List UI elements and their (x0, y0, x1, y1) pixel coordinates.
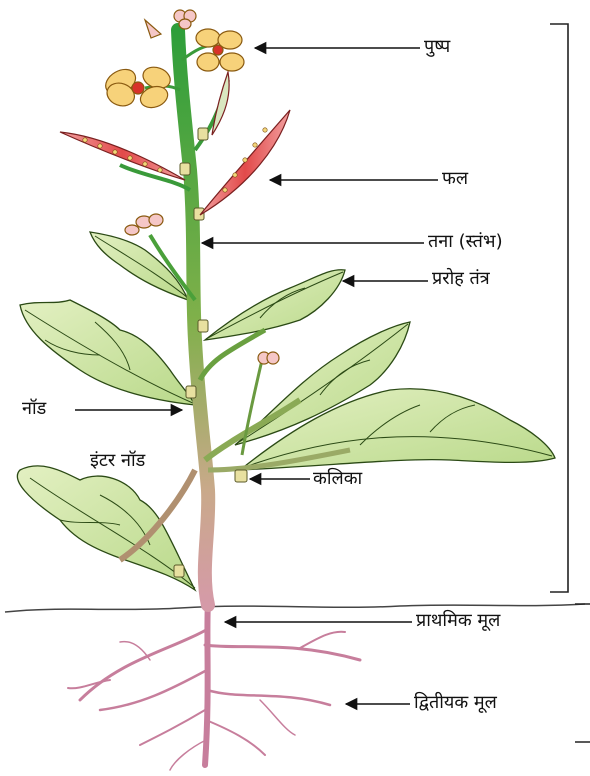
shoot-bracket (550, 24, 568, 592)
leaf-bottom-left (17, 466, 195, 590)
fruit-left (60, 132, 185, 180)
label-stem: तना (स्तंभ) (428, 233, 503, 251)
label-bud: कलिका (313, 470, 362, 488)
flower-bud-left (145, 20, 161, 38)
leaf-middle-left (20, 300, 195, 405)
label-shoot-system: प्ररोह तंत्र (432, 270, 490, 288)
flower-bud-right (258, 352, 279, 364)
label-internode: इंटर नॉड (90, 452, 145, 470)
root-system (68, 600, 360, 770)
label-node: नॉड (22, 400, 46, 418)
label-fruit: फल (442, 170, 468, 188)
label-secondary-root: द्वितीयक मूल (414, 694, 497, 712)
flower-bud-mid (125, 214, 163, 235)
label-primary-root: प्राथमिक मूल (416, 612, 500, 630)
label-flower: पुष्प (424, 38, 450, 56)
flower-right (196, 29, 244, 71)
fruit-top (212, 72, 229, 135)
flower-left (101, 64, 173, 112)
